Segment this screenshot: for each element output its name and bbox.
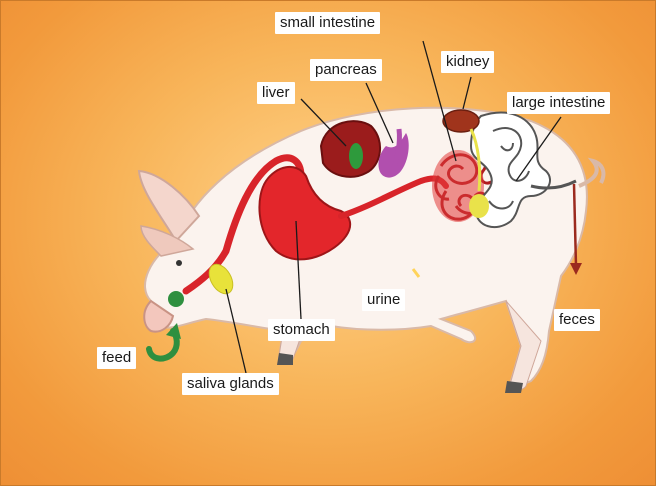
mouth-feed-marker (168, 291, 184, 307)
bladder (469, 194, 489, 218)
label-stomach: stomach (268, 319, 335, 341)
feces-arrow-head (570, 263, 582, 275)
gallbladder (349, 143, 363, 169)
label-urine: urine (362, 289, 405, 311)
label-feces: feces (554, 309, 600, 331)
kidney (443, 110, 479, 132)
label-small-intestine: small intestine (275, 12, 380, 34)
pig-hoof-front (277, 353, 293, 365)
label-saliva-glands: saliva glands (182, 373, 279, 395)
label-feed: feed (97, 347, 136, 369)
label-liver: liver (257, 82, 295, 104)
pig-hoof-hind (505, 381, 523, 393)
label-kidney: kidney (441, 51, 494, 73)
pig-eye (176, 260, 182, 266)
label-pancreas: pancreas (310, 59, 382, 81)
label-large-intestine: large intestine (507, 92, 610, 114)
